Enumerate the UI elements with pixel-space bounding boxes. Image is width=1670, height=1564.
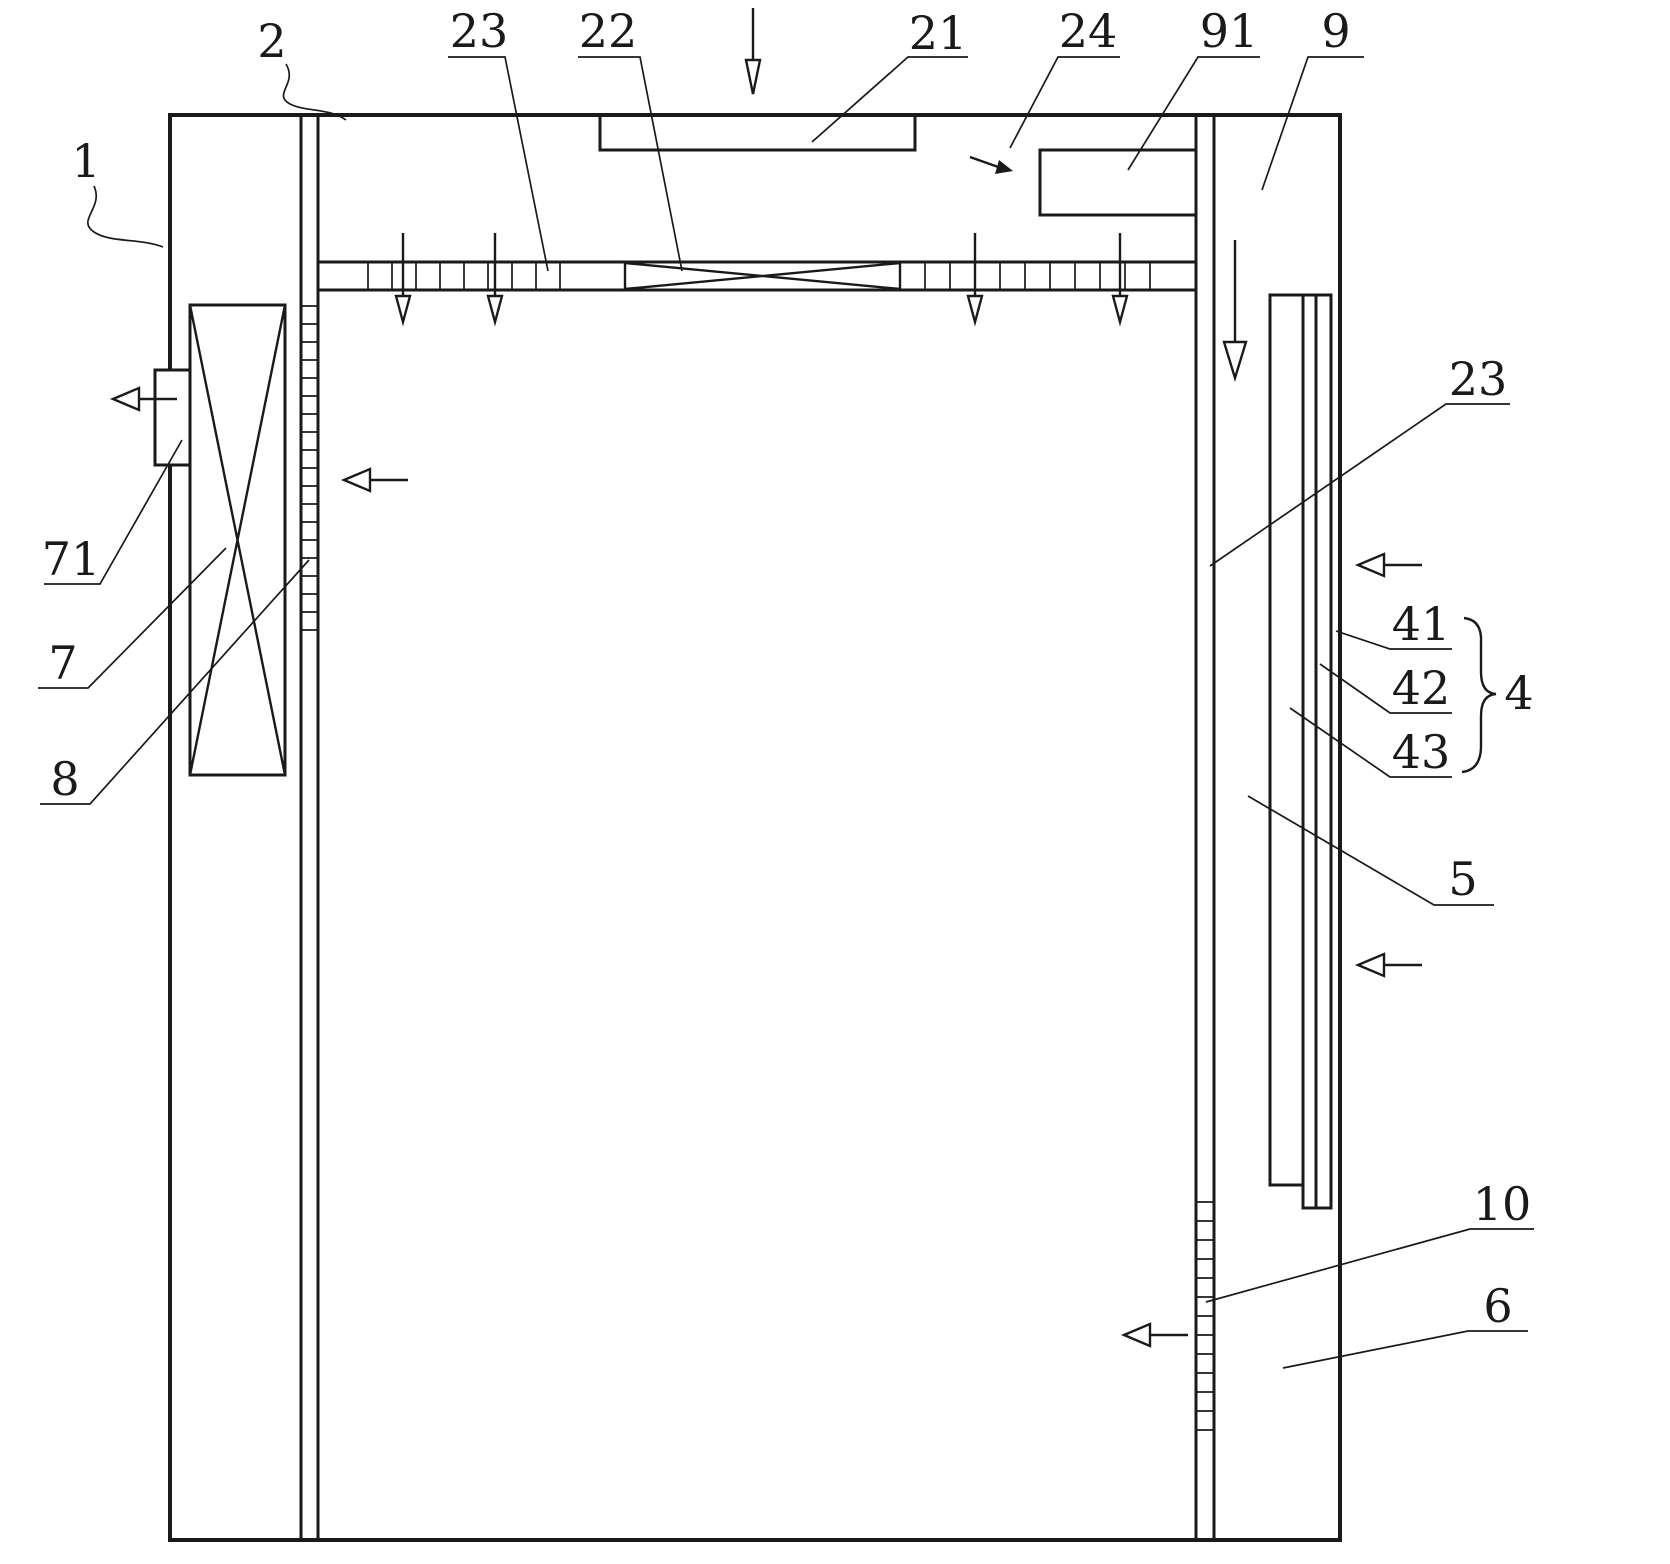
duct-down-arrow-1-head xyxy=(394,294,412,327)
label-ref2: 2 xyxy=(257,14,286,68)
leader-ref2 xyxy=(282,63,347,121)
filter-panel-stack xyxy=(1268,293,1333,1210)
label-ref22: 22 xyxy=(579,4,638,58)
intake-left-arrow-3-head xyxy=(1354,552,1386,578)
label-ref24: 24 xyxy=(1059,4,1118,58)
label-ref21: 21 xyxy=(909,6,968,60)
leader-ref7 xyxy=(38,547,227,689)
filter-panel-inner xyxy=(1268,293,1305,1187)
leader-ref42 xyxy=(1319,663,1452,714)
grille-ticks xyxy=(301,261,1214,1431)
leader-ref24 xyxy=(1009,56,1120,149)
label-ref7: 7 xyxy=(48,636,77,690)
label-ref5: 5 xyxy=(1448,852,1477,906)
intake-left-arrow-4-head xyxy=(1354,952,1386,978)
label-ref10: 10 xyxy=(1473,1177,1532,1231)
duct-down-arrow-2-head xyxy=(486,294,504,327)
right-wall-grille-ticks xyxy=(1196,1201,1214,1431)
control-box-91 xyxy=(1038,148,1198,217)
left-inner-wall-lines xyxy=(299,115,320,1540)
right-inner-wall-lines xyxy=(1194,115,1216,1540)
leader-ref9 xyxy=(1261,56,1364,191)
label-ref23-right: 23 xyxy=(1449,352,1508,406)
label-ref6: 6 xyxy=(1483,1279,1512,1333)
leader-ref22 xyxy=(578,56,683,272)
label-ref43: 43 xyxy=(1392,725,1451,779)
leader-ref1 xyxy=(87,185,164,248)
brace-ref4 xyxy=(1461,616,1497,774)
housing-structure xyxy=(168,113,1342,1542)
label-ref8: 8 xyxy=(50,752,79,806)
top-duct-ticks-left xyxy=(367,262,561,290)
leader-ref10 xyxy=(1205,1228,1534,1303)
bypass-right-arrow-head xyxy=(995,160,1013,174)
leader-ref5 xyxy=(1247,795,1494,906)
leader-ref23-right xyxy=(1209,403,1510,567)
label-ref71: 71 xyxy=(42,532,101,586)
label-ref1: 1 xyxy=(71,134,100,188)
outlet-port-box-71 xyxy=(153,368,192,467)
leader-lines xyxy=(38,56,1534,1369)
label-ref91: 91 xyxy=(1200,4,1259,58)
return-left-arrow-2-head xyxy=(340,467,372,493)
airflow-arrows xyxy=(109,8,1422,1348)
top-inlet-port xyxy=(598,116,917,152)
return-left-arrow-5-head xyxy=(1120,1322,1152,1348)
left-wall-grille-ticks xyxy=(301,305,318,631)
leader-ref8 xyxy=(40,559,310,805)
label-ref4: 4 xyxy=(1504,666,1533,720)
label-ref42: 42 xyxy=(1392,661,1451,715)
leader-ref23-top xyxy=(448,56,549,272)
leader-ref21 xyxy=(811,56,968,143)
top-duct-ticks-right xyxy=(899,262,1151,290)
leader-ref41 xyxy=(1335,630,1452,650)
outer-housing-outline xyxy=(168,113,1342,1542)
right-channel-down-arrow-head xyxy=(1222,340,1248,383)
duct-down-arrow-4-head xyxy=(1111,294,1129,327)
leader-ref91 xyxy=(1127,56,1260,171)
leader-ref43 xyxy=(1289,707,1452,778)
heat-exchanger-cross xyxy=(188,304,287,776)
outlet-left-arrow-1-head xyxy=(109,386,141,412)
label-ref9: 9 xyxy=(1321,4,1350,58)
label-ref23-top: 23 xyxy=(450,4,509,58)
filter-panel-middle xyxy=(1301,293,1318,1210)
filter-panel-outer xyxy=(1314,293,1333,1210)
reference-labels: 1 2 23 22 21 24 91 9 71 7 8 23 41 42 43 … xyxy=(42,4,1534,1333)
label-ref41: 41 xyxy=(1392,597,1451,651)
cross-flow-fan-bowtie xyxy=(623,261,902,291)
leader-ref71 xyxy=(44,439,183,585)
duct-down-arrow-3-head xyxy=(966,294,984,327)
leader-ref6 xyxy=(1282,1330,1528,1369)
heat-exchanger-assembly xyxy=(153,303,287,777)
bypass-right-arrow-shaft xyxy=(969,155,1002,170)
inlet-down-arrow-head xyxy=(744,58,762,95)
